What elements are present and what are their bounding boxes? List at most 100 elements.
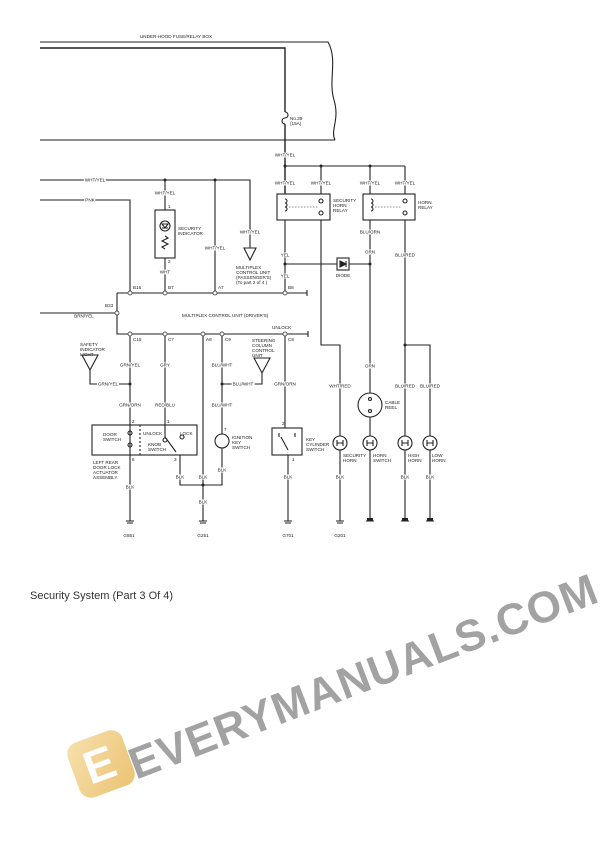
wire-label: BLK — [174, 474, 186, 480]
wire-label: BLK — [282, 474, 294, 480]
figure-caption: Security System (Part 3 Of 4) — [30, 590, 174, 602]
connector-b23: B23 — [105, 303, 114, 308]
wire-label: WHT/YEL — [273, 152, 297, 158]
wire-label: BLK — [399, 474, 411, 480]
pin-number: 6 — [132, 457, 135, 462]
wire-label: BLU/RED — [394, 252, 416, 258]
wire-label: WHT/YEL — [83, 177, 107, 183]
connector-c8: C8 — [288, 337, 294, 342]
pin-number: 7 — [224, 427, 227, 432]
cable-reel-label: CABLE REEL — [385, 400, 401, 410]
safety-indicator-light-label: SAFETY INDICATOR LIGHT — [80, 342, 105, 357]
wire-label: RED/BLU — [154, 402, 176, 408]
ground-label: G851 — [123, 533, 135, 538]
wire-label: WHT/YEL — [393, 180, 417, 186]
low-horn-label: LOW HORN — [432, 453, 446, 463]
wire-pnk — [40, 199, 131, 293]
security-horn-relay-box — [276, 193, 331, 221]
wire-label: WHT/YEL — [273, 180, 297, 186]
wire-label: GRN/YEL — [96, 381, 120, 387]
ground-label: G251 — [197, 533, 209, 538]
wire-c8 — [284, 334, 289, 521]
pin-number: 2 — [282, 421, 285, 426]
connector-c15: C15 — [133, 337, 142, 342]
ground-label: G201 — [334, 533, 346, 538]
wire-relay-bus — [285, 165, 406, 194]
fuse-symbol — [281, 111, 289, 125]
knob-switch-label: KNOB SWITCH — [148, 442, 167, 452]
door-lock-actuator-box — [91, 424, 198, 456]
ground-symbols — [126, 520, 434, 524]
wire-left-whtyel — [40, 179, 251, 293]
wire-label: ORN — [363, 363, 377, 369]
wire-label: GRN/ORN — [273, 381, 297, 387]
pin-number: 3 — [174, 457, 177, 462]
wire-label: BLU/RED — [394, 383, 416, 389]
door-switch-label: DOOR SWITCH — [103, 432, 122, 442]
diode-label: DIODE — [335, 273, 351, 278]
wire-label: BLK — [424, 474, 436, 480]
fuse-label: No.39 (15A) — [290, 116, 303, 126]
wire-label: BRN/YEL — [73, 313, 95, 319]
wire-label: ORN — [363, 249, 377, 255]
ignition-key-switch-label: IGNITION KEY SWITCH — [232, 435, 253, 450]
wire-label: GRN/YEL — [118, 362, 142, 368]
pin-number: 2 — [168, 259, 171, 264]
key-cylinder-switch-box — [271, 427, 303, 456]
connector-b7: B7 — [168, 285, 174, 290]
horn-relay-box — [362, 193, 416, 221]
wire-label: WHT — [158, 269, 172, 275]
wire-label: BLU/RED — [419, 383, 441, 389]
mcu-driver-label: MULTIPLEX CONTROL UNIT (DRIVER'S) — [182, 313, 269, 318]
wire-c7 — [164, 334, 177, 453]
wire-label: YEL — [279, 252, 291, 258]
wire-label: BLU/ORN — [358, 229, 382, 235]
connector-b8: B8 — [288, 285, 294, 290]
connector-a7: A7 — [218, 285, 224, 290]
connector-a8: A8 — [206, 337, 212, 342]
wire-label: GRN/ORN — [118, 402, 142, 408]
mcu-passenger-label: MULTIPLEX CONTROL UNIT (PASSENGER'S) (To… — [236, 265, 272, 285]
horn-switch-label: HORN SWITCH — [373, 453, 392, 463]
wire-label: BLK — [124, 484, 136, 490]
wire-label: GRY — [159, 362, 171, 368]
security-indicator-box — [154, 209, 176, 259]
wire-label: BLU/WHT — [210, 402, 234, 408]
security-indicator-label: SECURITY INDICATOR — [178, 226, 203, 236]
ignition-key-switch-symbol — [214, 433, 230, 449]
wire-label: WHT/YEL — [153, 190, 177, 196]
fuse-box-outline — [40, 41, 337, 141]
wire-label: BLU/WHT — [210, 362, 234, 368]
wire-label: YEL — [279, 273, 291, 279]
mcu-driver-outline — [40, 290, 309, 337]
door-lock-actuator-label: LEFT REAR DOOR LOCK ACTUATOR ASSEMBLY — [93, 460, 121, 480]
cable-reel-symbol — [357, 392, 383, 418]
connector-c7: C7 — [168, 337, 174, 342]
key-cylinder-switch-label: KEY CYLINDER SWITCH — [306, 437, 330, 452]
unlock-label: UNLOCK — [143, 431, 163, 436]
ground-label: G701 — [282, 533, 294, 538]
pin-number: 2 — [132, 419, 135, 424]
connector-unlock: UNLOCK — [272, 325, 292, 330]
wire-label: WHT/RED — [328, 383, 352, 389]
wire-label: WHT/YEL — [309, 180, 333, 186]
connector-triangle-passenger — [243, 247, 257, 262]
wire-c9 — [179, 334, 223, 486]
security-horn-relay-label: SECURITY HORN RELAY — [333, 198, 357, 213]
wire-security-horn — [320, 220, 341, 436]
security-horn-label: SECURITY HORN — [343, 453, 367, 463]
wire-label: BLU/WHT — [231, 381, 255, 387]
wire-horns — [339, 220, 431, 521]
lock-label: LOCK — [180, 431, 193, 436]
connector-b16: B16 — [133, 285, 142, 290]
fuse-box-label: UNDER-HOOD FUSE/RELAY BOX — [139, 34, 213, 39]
wire-label: BLK — [197, 499, 209, 505]
wire-label: WHT/YEL — [238, 229, 262, 235]
watermark-logo-letter: E — [76, 734, 123, 795]
wire-power — [40, 47, 286, 194]
pin-number: 1 — [167, 419, 170, 424]
wire-label: BLK — [216, 467, 228, 473]
wire-yel — [284, 220, 370, 293]
wire-label: PNK — [84, 197, 96, 203]
high-horn-label: HIGH HORN — [408, 453, 422, 463]
